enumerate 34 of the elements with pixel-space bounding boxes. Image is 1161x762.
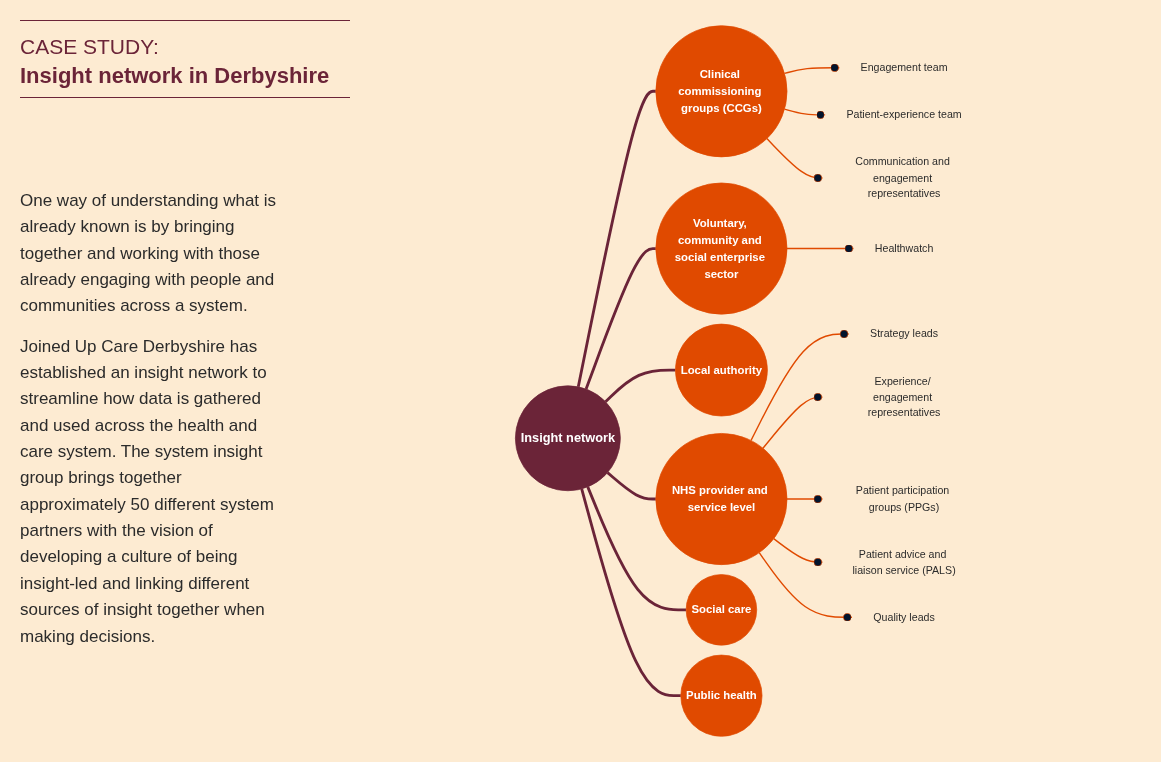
node-circle: Clinical commissioning groups (CCGs) (655, 25, 788, 158)
node-text: Patient participation groups (PPGs) (855, 484, 950, 513)
connector (586, 486, 687, 612)
connector (606, 471, 656, 501)
node-text: Engagement team (860, 61, 948, 74)
node-text: Healthwatch (874, 241, 934, 255)
node-circle: Public health (680, 654, 763, 737)
connector (750, 329, 850, 442)
kicker-text: CASE STUDY: (20, 35, 159, 59)
node-circle: Social care (685, 574, 758, 646)
node-text: Communication and engagement representatives (855, 155, 950, 200)
connector (786, 494, 824, 504)
connector (584, 247, 656, 390)
body-paragraph: Joined Up Care Derbyshire has established an insight network to streamline how data is gathered and used across the health and care system. The system insight group brings together approximately 50 different system partners with the vision of developing a culture of being insight-led and linking different sources of insight together when making decisions. (20, 335, 275, 648)
node-text: Patient-experience team (846, 108, 962, 121)
connector (783, 63, 840, 75)
connector (604, 368, 676, 403)
node-circle: Voluntary, community and social enterprise sector (655, 182, 788, 315)
body-paragraph: One way of understanding what is already known is by bringing together and working with those already engaging with people and communities across a system. (20, 190, 278, 318)
node-circle: NHS provider and service level (655, 433, 788, 565)
node-circle: Insight network (515, 385, 621, 492)
node-text: Strategy leads (870, 327, 939, 340)
connector (786, 244, 855, 253)
connector (783, 108, 826, 120)
connector (762, 392, 824, 449)
node-text: Patient advice and liaison service (PALS) (852, 547, 956, 576)
connector (758, 551, 853, 622)
connector (766, 137, 824, 183)
node-text: Quality leads (873, 610, 935, 623)
connector (580, 488, 681, 698)
node-text: Experience/ engagement representatives (867, 374, 941, 419)
connector (773, 537, 824, 567)
node-circle: Local authority (675, 323, 768, 417)
title: Insight network in Derbyshire (20, 63, 330, 89)
